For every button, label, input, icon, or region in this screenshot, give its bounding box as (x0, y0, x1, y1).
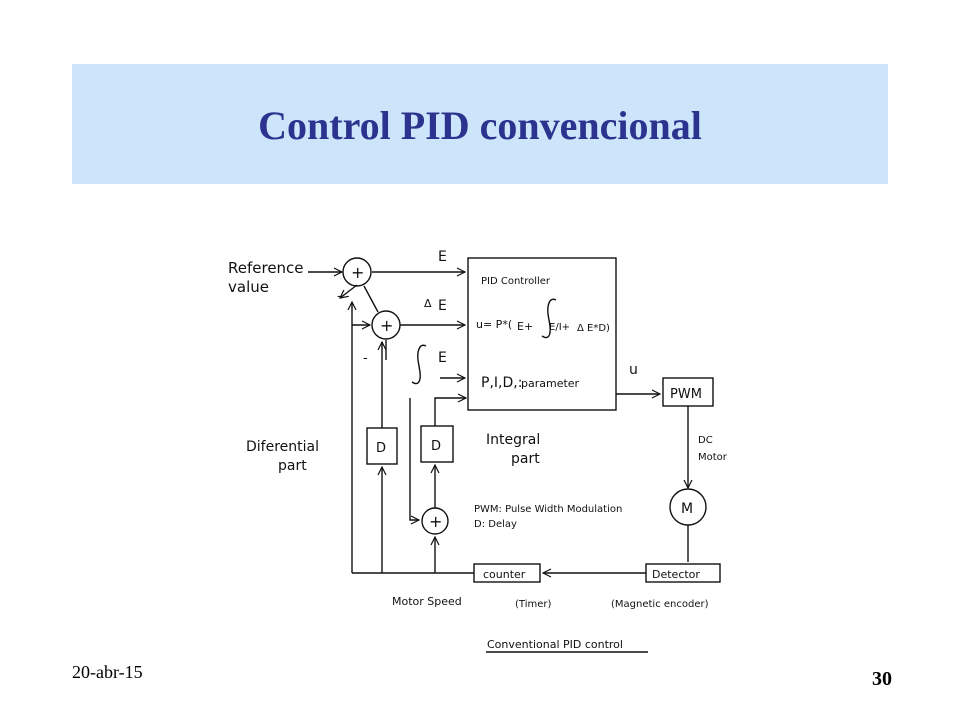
motor-speed-label: Motor Speed (392, 595, 462, 608)
params-main: P,I,D,: (481, 375, 522, 391)
sum2-circle (371, 310, 401, 340)
u-label: u (629, 362, 638, 378)
diff-d-label: D (376, 441, 386, 456)
counter-label: counter (483, 568, 526, 581)
diagram-caption: Conventional PID control (487, 638, 623, 651)
sum3-plus: + (429, 512, 442, 531)
slide-title: Control PID convencional (258, 103, 702, 148)
sum2-minus: - (363, 351, 368, 366)
int-d-to-pid-arrow (434, 398, 466, 426)
delta-label: Δ (424, 297, 432, 310)
sum1-minus: - (337, 289, 342, 304)
motor-type-label: Motor (698, 452, 728, 463)
formula-e: E+ (517, 320, 533, 333)
title-band: Control PID convencional (72, 64, 888, 184)
ref-label-line1: Reference (228, 259, 304, 277)
motor-label: M (681, 501, 693, 517)
formula-ei: E/I+ (549, 322, 570, 333)
integral-symbol (411, 344, 427, 385)
int-part-label-1: Integral (486, 432, 540, 448)
sum2-plus: + (380, 316, 393, 335)
formula-u: u= P*( (476, 318, 512, 331)
ref-label-line2: value (228, 278, 269, 296)
sum1-plus: + (351, 263, 364, 282)
delta-e-label: E (438, 298, 447, 314)
int-d-label: D (431, 439, 441, 454)
formula-integral-symbol (541, 298, 557, 339)
pid-controller-title: PID Controller (481, 276, 551, 287)
diff-part-label-2: part (278, 458, 307, 474)
int-part-label-2: part (511, 451, 540, 467)
params-sub: parameter (521, 377, 580, 390)
int-delay-box (420, 425, 454, 463)
diff-part-label-1: Diferential (246, 439, 319, 455)
legend-delay: D: Delay (474, 519, 517, 530)
detector-label: Detector (652, 568, 700, 581)
footer-date: 20-abr-15 (72, 662, 143, 682)
pid-controller-box (467, 257, 617, 411)
encoder-label: (Magnetic encoder) (611, 599, 709, 610)
dc-label: DC (698, 435, 713, 446)
sum1-to-sum2-line (363, 285, 379, 313)
int-loop-line (409, 398, 419, 520)
legend-pwm: PWM: Pulse Width Modulation (474, 504, 622, 515)
timer-label: (Timer) (515, 599, 551, 610)
sum1-feedback-arrow (340, 284, 358, 298)
formula-ed: E*D) (587, 323, 610, 334)
sum1-circle (342, 257, 372, 287)
formula-delta: Δ (577, 323, 584, 334)
pwm-label: PWM (670, 387, 702, 402)
int-e-label: E (438, 350, 447, 366)
e-label: E (438, 249, 447, 265)
page-number: 30 (872, 668, 892, 690)
